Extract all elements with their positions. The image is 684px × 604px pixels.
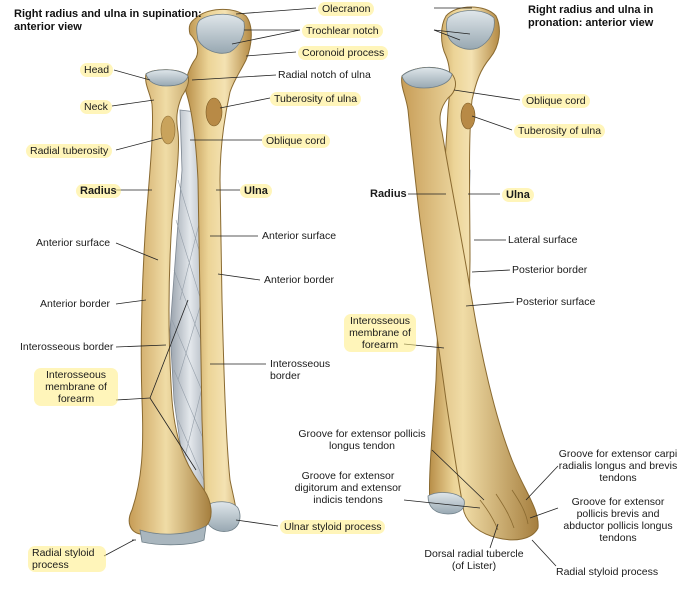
left-radial-head xyxy=(145,69,189,87)
label-tuberosity-of-ulna-left: Tuberosity of ulna xyxy=(270,92,362,106)
left-view-title: Right radius and ulna in supination: ant… xyxy=(14,8,202,33)
right-ulnar-head xyxy=(427,492,465,515)
label-ulna-right: Ulna xyxy=(502,188,534,202)
right-forearm-bones xyxy=(401,6,539,541)
label-interosseous-border-ulna: Interosseous border xyxy=(270,358,331,382)
label-radial-notch: Radial notch of ulna xyxy=(278,69,371,81)
right-ulnar-tuberosity-mark xyxy=(460,102,476,130)
label-anterior-surface-ulna: Anterior surface xyxy=(262,230,337,242)
label-tuberosity-of-ulna-right: Tuberosity of ulna xyxy=(514,124,606,138)
right-radius-bone xyxy=(401,67,539,541)
label-lister-tubercle: Dorsal radial tubercle (of Lister) xyxy=(424,548,524,572)
left-forearm-bones xyxy=(128,9,252,546)
label-groove-edc: Groove for extensor digitorum and extens… xyxy=(294,470,402,506)
label-groove-epb: Groove for extensor pollicis brevis and … xyxy=(563,496,673,544)
label-posterior-border: Posterior border xyxy=(512,264,588,276)
right-view-title: Right radius and ulna in pronation: ante… xyxy=(528,4,654,29)
label-head: Head xyxy=(80,63,114,77)
label-olecranon: Olecranon xyxy=(318,2,375,16)
left-radial-tuberosity-mark xyxy=(160,115,176,145)
left-ulnar-head xyxy=(205,501,241,532)
label-groove-ecrl: Groove for extensor carpi radialis longu… xyxy=(558,448,678,484)
label-interosseous-membrane-left: Interosseous membrane of forearm xyxy=(34,368,118,406)
left-radius-bone xyxy=(128,69,212,536)
label-interosseous-membrane-right: Interosseous membrane of forearm xyxy=(344,314,416,352)
label-radial-styloid-left: Radial styloid process xyxy=(28,546,106,572)
left-distal-radius-articular xyxy=(139,525,207,546)
label-anterior-surface-radius: Anterior surface xyxy=(36,237,111,249)
label-oblique-cord-right: Oblique cord xyxy=(522,94,590,108)
label-coronoid-process: Coronoid process xyxy=(298,46,389,60)
label-groove-epl: Groove for extensor pollicis longus tend… xyxy=(298,428,426,452)
label-ulnar-styloid: Ulnar styloid process xyxy=(280,520,386,534)
label-radial-styloid-right: Radial styloid process xyxy=(556,566,659,578)
label-posterior-surface: Posterior surface xyxy=(516,296,596,308)
label-anterior-border-radius: Anterior border xyxy=(40,298,111,310)
label-anterior-border-ulna: Anterior border xyxy=(264,274,335,286)
label-oblique-cord-left: Oblique cord xyxy=(262,134,330,148)
label-neck: Neck xyxy=(80,100,112,114)
label-radius-left: Radius xyxy=(76,184,121,198)
left-trochlear-notch-cartilage xyxy=(196,13,245,54)
label-radial-tuberosity: Radial tuberosity xyxy=(26,144,113,158)
label-trochlear-notch: Trochlear notch xyxy=(302,24,383,38)
label-radius-right: Radius xyxy=(370,188,407,200)
label-interosseous-border-radius: Interosseous border xyxy=(20,341,114,353)
left-ulnar-tuberosity-mark xyxy=(205,97,223,127)
label-ulna-left: Ulna xyxy=(240,184,272,198)
right-radial-head xyxy=(401,67,453,89)
label-lateral-surface: Lateral surface xyxy=(508,234,578,246)
